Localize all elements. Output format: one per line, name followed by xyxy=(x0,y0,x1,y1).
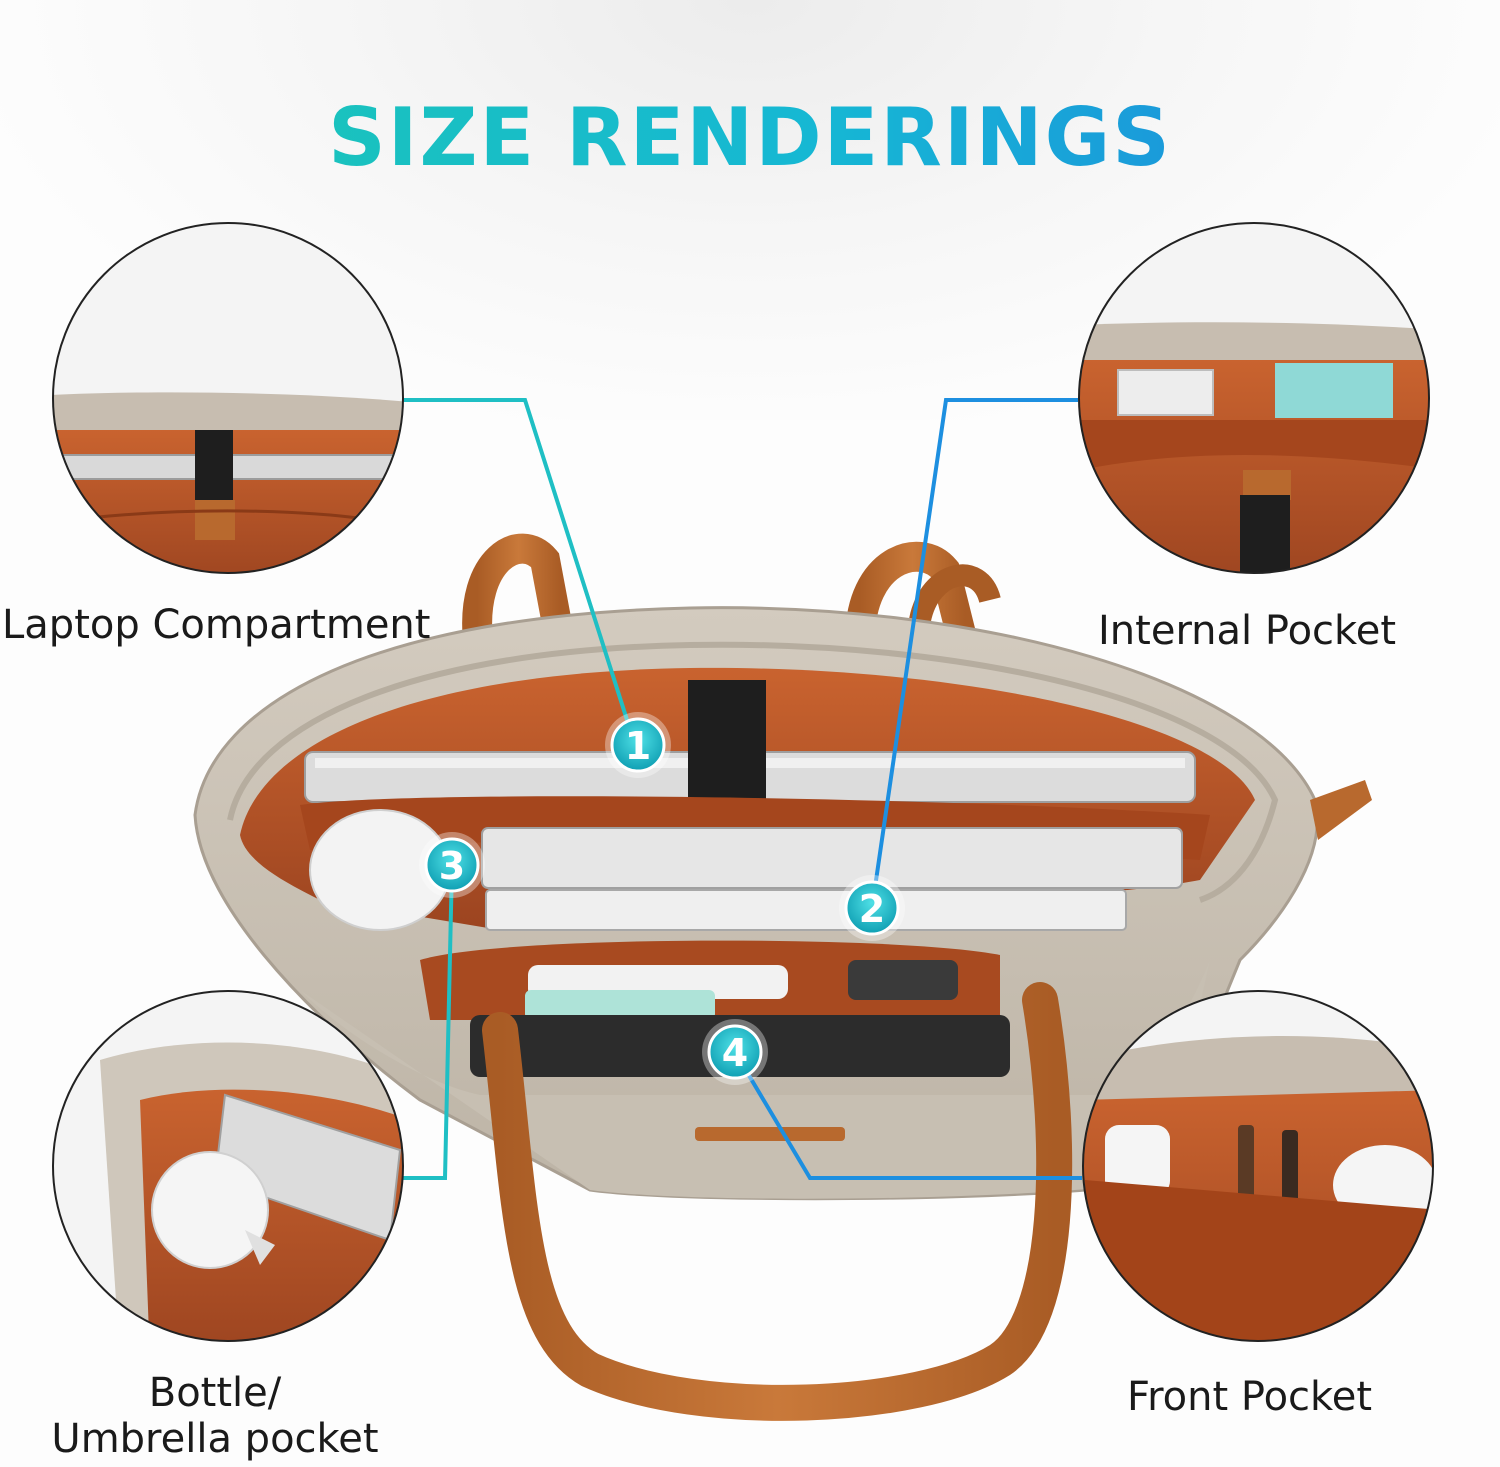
detail-circle-bottle-pocket xyxy=(52,990,404,1342)
detail-circle-internal-pocket xyxy=(1078,222,1430,574)
detail-circle-front-pocket xyxy=(1082,990,1434,1342)
detail-circle-laptop xyxy=(52,222,404,574)
leader-line-4 xyxy=(733,1050,1082,1180)
callout-badge-3: 3 xyxy=(419,832,485,898)
label-laptop-compartment: Laptop Compartment xyxy=(2,602,431,648)
callout-badge-1: 1 xyxy=(605,712,671,778)
back-handles xyxy=(462,533,1001,654)
leader-line-1 xyxy=(402,398,637,746)
callout-number-2: 2 xyxy=(859,887,885,931)
label-bottle-pocket: Bottle/ Umbrella pocket xyxy=(20,1370,410,1462)
leader-line-2 xyxy=(870,398,1078,909)
label-internal-pocket: Internal Pocket xyxy=(1098,608,1397,654)
callout-badge-4: 4 xyxy=(702,1019,768,1085)
leader-lines xyxy=(402,398,1082,1180)
leader-line-3 xyxy=(402,864,454,1180)
label-bottle-pocket-line2: Umbrella pocket xyxy=(51,1416,379,1462)
callout-badge-2: 2 xyxy=(839,875,905,941)
label-front-pocket: Front Pocket xyxy=(1127,1374,1373,1420)
callout-number-1: 1 xyxy=(625,724,651,768)
page-title: SIZE RENDERINGS xyxy=(0,88,1500,188)
callout-number-3: 3 xyxy=(439,844,465,888)
callout-number-4: 4 xyxy=(722,1031,748,1075)
label-bottle-pocket-line1: Bottle/ xyxy=(148,1370,282,1416)
